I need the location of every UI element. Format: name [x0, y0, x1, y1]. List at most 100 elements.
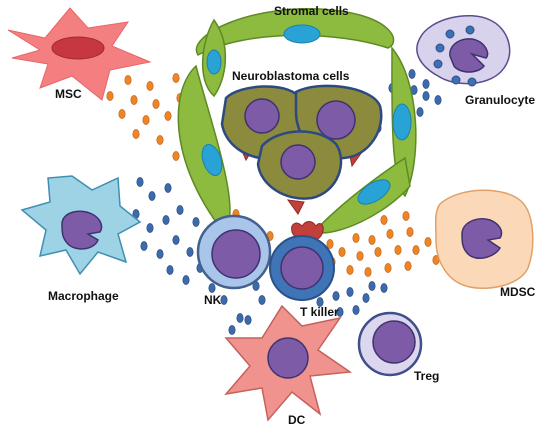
label-t-killer: T killer — [300, 305, 339, 319]
mdsc-nucleus — [461, 218, 503, 260]
cytokine-dot-orange — [146, 81, 154, 91]
cytokine-dot-blue — [434, 95, 442, 105]
cytokine-dot-orange — [380, 215, 388, 225]
stromal-nucleus — [206, 49, 222, 75]
msc-nucleus — [51, 36, 105, 60]
t-killer-cell — [269, 221, 335, 301]
stromal-nucleus — [201, 144, 223, 176]
stromal-cell — [195, 8, 395, 56]
stromal-cells — [177, 8, 417, 234]
cytokine-dot-blue — [236, 313, 244, 323]
cytokine-dot-blue — [208, 283, 216, 293]
cytokine-dot-blue — [156, 249, 164, 259]
stromal-cell — [177, 64, 231, 231]
stromal-nucleus — [392, 103, 412, 141]
granule — [445, 29, 455, 39]
cytokine-dot-blue — [164, 183, 172, 193]
cytokine-dot-orange — [374, 247, 382, 257]
cytokine-dot-blue — [140, 241, 148, 251]
cytokine-dot-blue — [166, 265, 174, 275]
tumor-nucleus — [244, 98, 280, 134]
tumor-nucleus — [316, 100, 356, 140]
granulocyte-cell — [416, 14, 511, 87]
macrophage-nucleus — [61, 210, 103, 250]
cytokine-dot-orange — [172, 151, 180, 161]
cytokine-dot-orange — [156, 135, 164, 145]
cytokine-dot-blue — [362, 293, 370, 303]
label-dc: DC — [288, 413, 306, 427]
cytokine-dot-orange — [352, 233, 360, 243]
label-nk: NK — [204, 293, 222, 307]
cytokine-dot-orange — [402, 211, 410, 221]
cytokine-dot-blue — [136, 177, 144, 187]
cytokine-dot-orange — [368, 235, 376, 245]
cytokine-dot-orange — [406, 227, 414, 237]
cytokine-dot-blue — [352, 305, 360, 315]
granulocyte-nucleus — [449, 38, 489, 73]
label-macrophage: Macrophage — [48, 289, 119, 303]
cytokine-dot-orange — [130, 95, 138, 105]
granule — [433, 59, 443, 69]
cytokine-dot-blue — [162, 215, 170, 225]
nk-cell — [196, 214, 272, 290]
cytokine-dot-orange — [384, 263, 392, 273]
stromal-cell — [202, 18, 226, 98]
cytokine-dot-orange — [386, 229, 394, 239]
cytokine-dot-orange — [142, 115, 150, 125]
cytokine-dot-orange — [132, 129, 140, 139]
cytokine-dot-blue — [146, 223, 154, 233]
granule — [451, 75, 461, 85]
macrophage-cell — [20, 175, 142, 276]
cytokine-dot-blue — [192, 217, 200, 227]
label-mdsc: MDSC — [500, 285, 536, 299]
mdsc-cell — [434, 189, 534, 289]
granule — [435, 43, 445, 53]
cytokine-dot-blue — [422, 79, 430, 89]
cytokine-dot-blue — [182, 275, 190, 285]
cytokine-dot-blue — [368, 281, 376, 291]
cytokine-dot-blue — [416, 107, 424, 117]
label-treg: Treg — [414, 369, 439, 383]
cytokine-dot-blue — [228, 325, 236, 335]
cytokine-dot-orange — [124, 75, 132, 85]
cytokine-dot-orange — [356, 251, 364, 261]
cytokine-dot-blue — [172, 235, 180, 245]
neuroblastoma-cells — [220, 84, 383, 215]
stromal-cell — [391, 45, 417, 198]
cytokine-dot-orange — [106, 91, 114, 101]
cytokine-dot-orange — [164, 111, 172, 121]
cytokine-dot-orange — [412, 245, 420, 255]
label-neuroblastoma-cells: Neuroblastoma cells — [232, 69, 350, 83]
cytokine-dot-orange — [424, 237, 432, 247]
label-stromal-cells: Stromal cells — [274, 4, 349, 18]
cytokine-dot-blue — [176, 205, 184, 215]
label-msc: MSC — [55, 87, 82, 101]
stromal-nucleus — [283, 24, 321, 44]
cytokine-dot-blue — [220, 295, 228, 305]
cytokine-dot-blue — [332, 291, 340, 301]
dc-nucleus — [267, 337, 309, 379]
granule — [467, 77, 477, 87]
cytokine-dot-blue — [186, 247, 194, 257]
msc-cell — [7, 7, 152, 101]
treg-nucleus — [372, 320, 416, 364]
cytokine-dot-blue — [258, 295, 266, 305]
tumor-nucleus — [280, 144, 316, 180]
treg-cell — [357, 311, 423, 377]
cytokine-dot-orange — [394, 245, 402, 255]
cytokine-dot-orange — [118, 109, 126, 119]
cytokine-dot-orange — [172, 73, 180, 83]
cytokine-dot-blue — [316, 297, 324, 307]
t-killer-nucleus — [280, 246, 324, 290]
label-granulocyte: Granulocyte — [465, 93, 535, 107]
cytokine-dot-blue — [422, 91, 430, 101]
tumor-receptor — [286, 199, 305, 215]
cytokine-dot-orange — [404, 261, 412, 271]
granule — [465, 25, 475, 35]
cytokine-dot-blue — [408, 69, 416, 79]
cytokine-dot-blue — [148, 191, 156, 201]
cytokine-dot-blue — [380, 283, 388, 293]
cytokine-dot-orange — [338, 247, 346, 257]
